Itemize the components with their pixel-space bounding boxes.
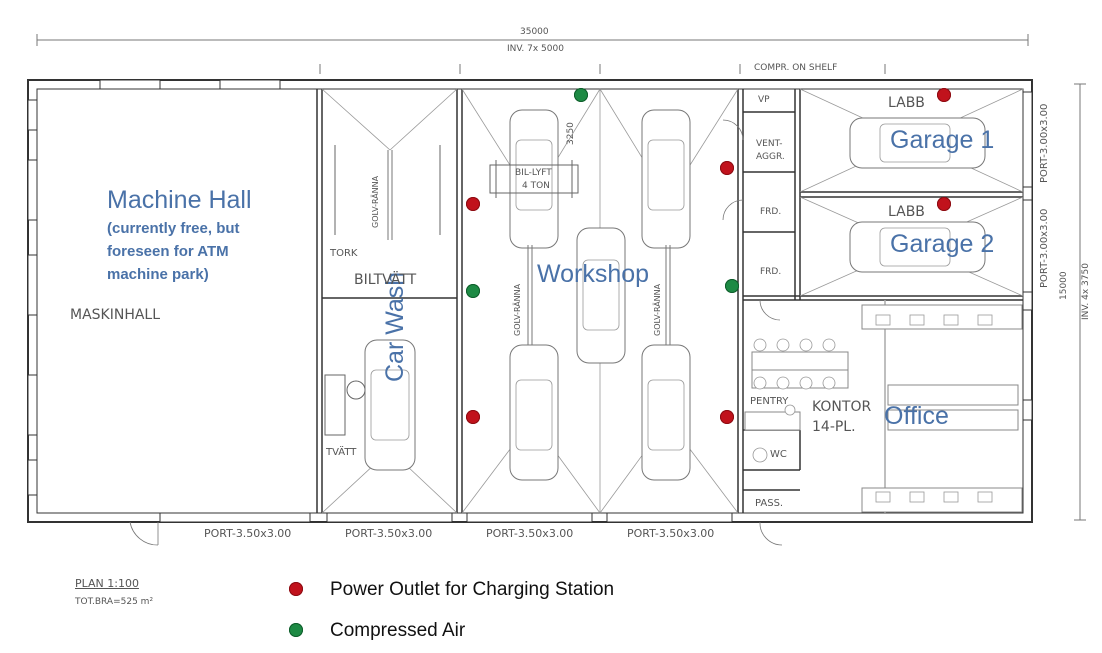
wc-label: WC — [770, 449, 787, 460]
compressed-air-outlet — [574, 88, 588, 102]
frd-label-2: FRD. — [760, 267, 782, 277]
lift-capacity: 4 TON — [522, 181, 550, 191]
garage-2-title: Garage 2 — [890, 230, 995, 258]
compressor-label: COMPR. ON SHELF — [754, 63, 838, 73]
labb-2-label: LABB — [888, 204, 925, 220]
machine-hall-note-2: foreseen for ATM — [107, 243, 229, 260]
pentry-label: PENTRY — [750, 396, 789, 407]
door-garage-1: PORT-3.00x3.00 — [1039, 103, 1050, 183]
compressed-air-outlet — [466, 284, 480, 298]
power-outlet — [466, 410, 480, 424]
dim-overall-sub: INV. 7x 5000 — [507, 44, 564, 54]
workshop-drain-2: GOLV-RÄNNA — [653, 283, 662, 336]
legend-power-dot — [289, 582, 303, 596]
door-workshop-2: PORT-3.50x3.00 — [627, 527, 715, 540]
legend-air-dot — [289, 623, 303, 637]
lift-label: BIL-LYFT — [515, 168, 552, 178]
plan-area: TOT.BRA=525 m² — [75, 597, 154, 607]
machine-hall-title: Machine Hall — [107, 186, 252, 214]
dim-overall: 35000 — [520, 27, 549, 37]
kontor-seats: 14-PL. — [812, 419, 856, 435]
lift-dimension: 3250 — [566, 122, 576, 145]
door-workshop-1: PORT-3.50x3.00 — [486, 527, 574, 540]
legend-power-label: Power Outlet for Charging Station — [330, 579, 615, 600]
vent-label-1: VENT- — [756, 139, 783, 149]
vp-label: VP — [758, 95, 770, 105]
pass-label: PASS. — [755, 498, 784, 509]
vent-label-2: AGGR. — [756, 152, 785, 162]
workshop-title: Workshop — [537, 260, 650, 288]
maskinhall-label: MASKINHALL — [70, 307, 161, 323]
door-machine-hall: PORT-3.50x3.00 — [204, 527, 292, 540]
legend-air-label: Compressed Air — [330, 620, 466, 641]
biltvatt-label: BILTVÄTT — [354, 272, 417, 288]
frd-label-1: FRD. — [760, 207, 782, 217]
power-outlet — [720, 410, 734, 424]
door-garage-2: PORT-3.00x3.00 — [1039, 208, 1050, 288]
dim-right: 15000 — [1059, 271, 1069, 300]
power-outlet — [937, 197, 951, 211]
kontor-label: KONTOR — [812, 399, 872, 415]
labb-1-label: LABB — [888, 95, 925, 111]
dim-right-sub: INV. 4x 3750 — [1081, 263, 1091, 320]
workshop-drain-1: GOLV-RÄNNA — [513, 283, 522, 336]
machine-hall-note-3: machine park) — [107, 266, 209, 283]
car-wash-title: Car Wash — [381, 271, 409, 382]
car-wash-drain-label: GOLV-RÄNNA — [371, 175, 380, 228]
power-outlet — [466, 197, 480, 211]
garage-1-title: Garage 1 — [890, 126, 995, 154]
power-outlet — [720, 161, 734, 175]
door-car-wash: PORT-3.50x3.00 — [345, 527, 433, 540]
plan-title: PLAN 1:100 — [75, 577, 139, 590]
power-outlet — [937, 88, 951, 102]
machine-hall-note-1: (currently free, but — [107, 220, 240, 237]
tvatt-label: TVÄTT — [326, 447, 357, 458]
compressed-air-outlet — [725, 279, 739, 293]
office-title: Office — [884, 402, 949, 430]
tork-label: TORK — [330, 248, 358, 259]
